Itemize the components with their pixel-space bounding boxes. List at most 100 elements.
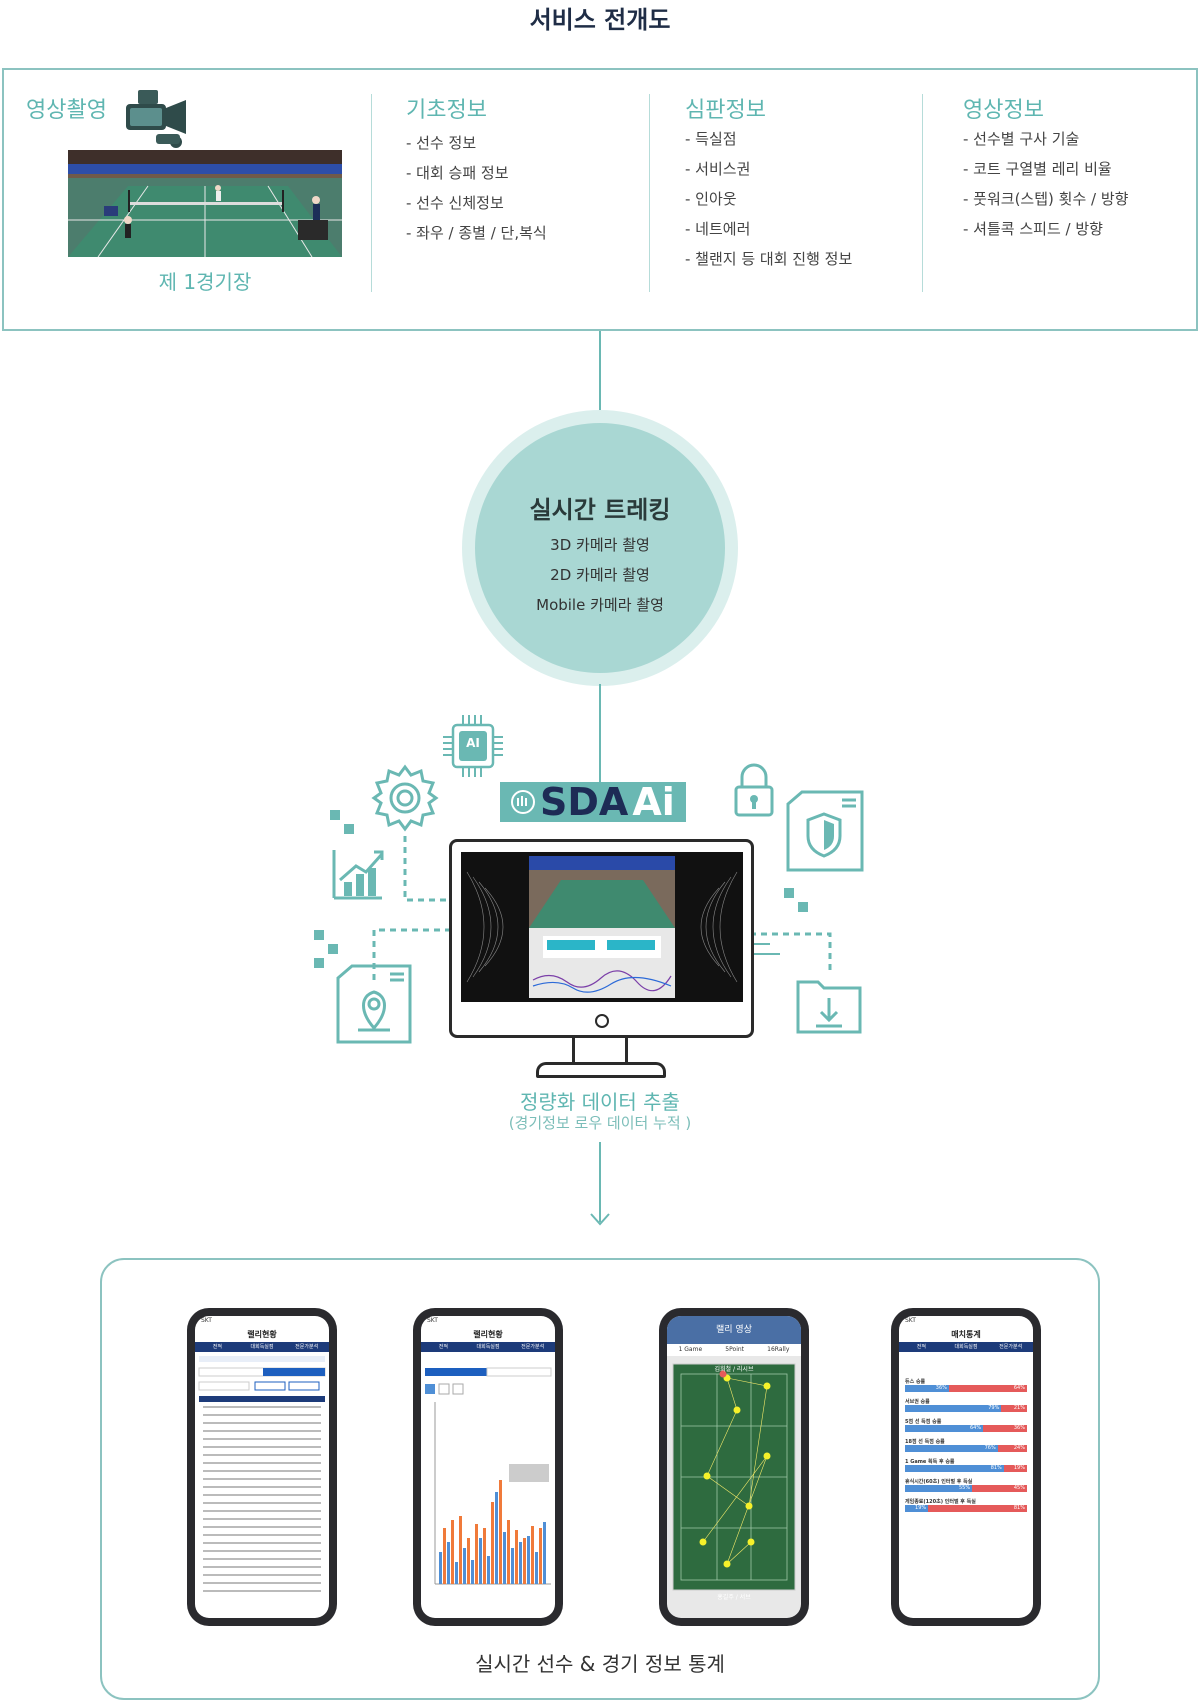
- stat-label: 듀스 승률: [905, 1379, 926, 1385]
- download-folder-icon: [796, 980, 862, 1038]
- sub-tab[interactable]: 16Rally: [767, 1346, 790, 1353]
- connector-line: [599, 1142, 601, 1222]
- stat-bar: 76%24%: [905, 1445, 1027, 1452]
- video-info-list: - 선수별 구사 기술 - 코트 구열별 레리 비율 - 풋워크(스텝) 횟수 …: [963, 124, 1128, 244]
- court-top-label: 김희철 / 리시브: [714, 1366, 754, 1373]
- nav-tab[interactable]: 전적: [916, 1344, 926, 1350]
- stat-right-value: 81%: [928, 1505, 1027, 1512]
- list-item: - 풋워크(스텝) 횟수 / 방향: [963, 190, 1129, 208]
- stat-label: 게임종료(120초) 인터벌 후 득실: [905, 1499, 976, 1505]
- tracking-line-mobile: Mobile 카메라 촬영: [536, 596, 664, 614]
- nav-tab[interactable]: 전문가분석: [999, 1344, 1023, 1350]
- stat-bar: 36%64%: [905, 1385, 1027, 1392]
- lock-icon: [732, 763, 776, 823]
- list-item: - 서비스권: [685, 160, 751, 178]
- tracking-line-3d: 3D 카메라 촬영: [550, 536, 650, 554]
- list-item: - 선수 정보: [406, 134, 477, 152]
- list-item: - 코트 구열별 레리 비율: [963, 160, 1112, 178]
- nav-tabs: 전적 대회득실점 전문가분석: [195, 1342, 329, 1352]
- nav-tab[interactable]: 전적: [212, 1344, 222, 1350]
- extraction-subtitle: (경기정보 로우 데이터 누적 ): [508, 1114, 692, 1132]
- court-bottom-label: 홍길주 / 서브: [717, 1594, 751, 1601]
- rally-sub-tabs: 1 Game 5Point 16Rally: [667, 1344, 801, 1356]
- info-box: [2, 68, 1198, 331]
- tracking-circle-inner: [475, 423, 725, 673]
- status-bar: SKT: [427, 1317, 438, 1324]
- arrow-down-icon: [589, 1212, 611, 1232]
- nav-tab[interactable]: 대회득실점: [954, 1344, 978, 1350]
- stat-left-value: 19%: [905, 1505, 929, 1512]
- tracking-line-2d: 2D 카메라 촬영: [550, 566, 650, 584]
- phone-header: 랠리 영상: [667, 1316, 801, 1344]
- monitor-screen: [461, 852, 743, 1002]
- court-map: [672, 1363, 796, 1591]
- stat-bar: 55%45%: [905, 1485, 1027, 1492]
- list-item: - 득실점: [685, 130, 737, 148]
- stat-right-value: 24%: [997, 1445, 1027, 1452]
- sub-tab[interactable]: 5Point: [725, 1346, 745, 1353]
- phone-header: 매치통계: [951, 1330, 981, 1339]
- nav-tab[interactable]: 전문가분석: [521, 1344, 545, 1350]
- phone-rally-table: SKT 랠리현황 전적 대회득실점 전문가분석: [187, 1308, 337, 1626]
- stat-label: 5점 선 득점 승률: [905, 1419, 942, 1425]
- stat-right-value: 21%: [1001, 1405, 1027, 1412]
- stat-label: 1 Game 획득 후 승률: [905, 1459, 955, 1465]
- status-bar: SKT: [201, 1317, 212, 1324]
- phone-header: 랠리현황: [247, 1330, 277, 1339]
- stat-bar: 79%21%: [905, 1405, 1027, 1412]
- nav-tabs: 전적 대회득실점 전문가분석: [421, 1342, 555, 1352]
- monitor-neck: [572, 1038, 628, 1064]
- nav-tab[interactable]: 전문가분석: [295, 1344, 319, 1350]
- stat-label: 18점 선 득점 승률: [905, 1439, 945, 1445]
- court-caption: 제 1경기장: [158, 270, 252, 294]
- phone-rally-video: 랠리 영상 1 Game 5Point 16Rally 김희철 / 리시브: [659, 1308, 809, 1626]
- list-item: - 대회 승패 정보: [406, 164, 509, 182]
- list-item: - 선수 신체정보: [406, 194, 504, 212]
- list-item: - 인아웃: [685, 190, 737, 208]
- ai-chip-label: AI: [466, 736, 480, 750]
- location-document-icon: [314, 930, 414, 1050]
- nav-tab[interactable]: 전적: [438, 1344, 448, 1350]
- page-title: 서비스 전개도: [529, 6, 671, 34]
- stat-right-value: 45%: [972, 1485, 1027, 1492]
- stat-left-value: 36%: [905, 1385, 949, 1392]
- rally-bar-chart: [425, 1367, 552, 1585]
- referee-info-title: 심판정보: [685, 98, 766, 123]
- nav-tab[interactable]: 대회득실점: [250, 1344, 274, 1350]
- logo-brand: SDA: [540, 780, 629, 824]
- stat-left-value: 55%: [905, 1485, 973, 1492]
- bottom-caption: 실시간 선수 & 경기 정보 통계: [475, 1652, 725, 1676]
- stat-bar: 81%19%: [905, 1465, 1027, 1472]
- list-item: - 좌우 / 종별 / 단,복식: [406, 224, 547, 242]
- basic-info-title: 기초정보: [406, 98, 487, 123]
- shield-document-icon: [786, 790, 866, 876]
- sda-logo-banner: [500, 782, 686, 822]
- connector-line: [599, 684, 601, 786]
- chart-growth-icon: [330, 810, 420, 910]
- nav-tab[interactable]: 대회득실점: [476, 1344, 500, 1350]
- status-bar: SKT: [905, 1317, 916, 1324]
- stat-label: 서브권 승률: [905, 1399, 930, 1405]
- sub-tab[interactable]: 1 Game: [678, 1346, 703, 1353]
- win-note: 홍길주 WIN: [511, 1435, 539, 1441]
- video-camera-icon: [116, 80, 196, 156]
- video-info-title: 영상정보: [963, 98, 1044, 123]
- column-divider: [649, 94, 650, 292]
- stat-bar: 19%81%: [905, 1505, 1027, 1512]
- referee-info-list: - 득실점 - 서비스권 - 인아웃 - 네트에러 - 챌랜지 등 대회 진행 …: [685, 124, 852, 274]
- column-divider: [371, 94, 372, 292]
- connector-line: [599, 331, 601, 413]
- tracking-title: 실시간 트레킹: [529, 496, 671, 524]
- gear-icon: [370, 763, 440, 837]
- video-shoot-title: 영상촬영: [26, 98, 107, 123]
- list-item: - 네트에러: [685, 220, 751, 238]
